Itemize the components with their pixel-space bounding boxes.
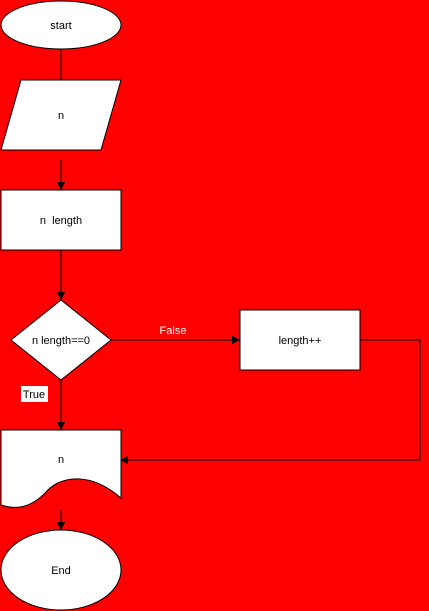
- edge-increment-loop-to-output: [121, 339, 421, 460]
- start-node: start: [0, 0, 122, 50]
- input-node: n: [0, 79, 122, 151]
- false-edge-label: False: [160, 325, 187, 337]
- process-label: n length: [40, 215, 82, 227]
- decision-node: n length==0: [10, 299, 112, 381]
- process-node: n length: [0, 189, 122, 251]
- end-node: End: [0, 529, 122, 611]
- input-label: n: [58, 110, 64, 122]
- end-label: End: [51, 565, 71, 577]
- output-label: n: [58, 454, 64, 466]
- increment-node: length++: [239, 309, 361, 371]
- output-node: n: [0, 429, 122, 508]
- connectors: [61, 49, 421, 529]
- increment-label: length++: [279, 335, 322, 347]
- decision-label: n length==0: [32, 335, 90, 347]
- true-edge-label-group: True: [21, 386, 48, 402]
- start-label: start: [50, 20, 71, 32]
- true-edge-label: True: [23, 389, 45, 401]
